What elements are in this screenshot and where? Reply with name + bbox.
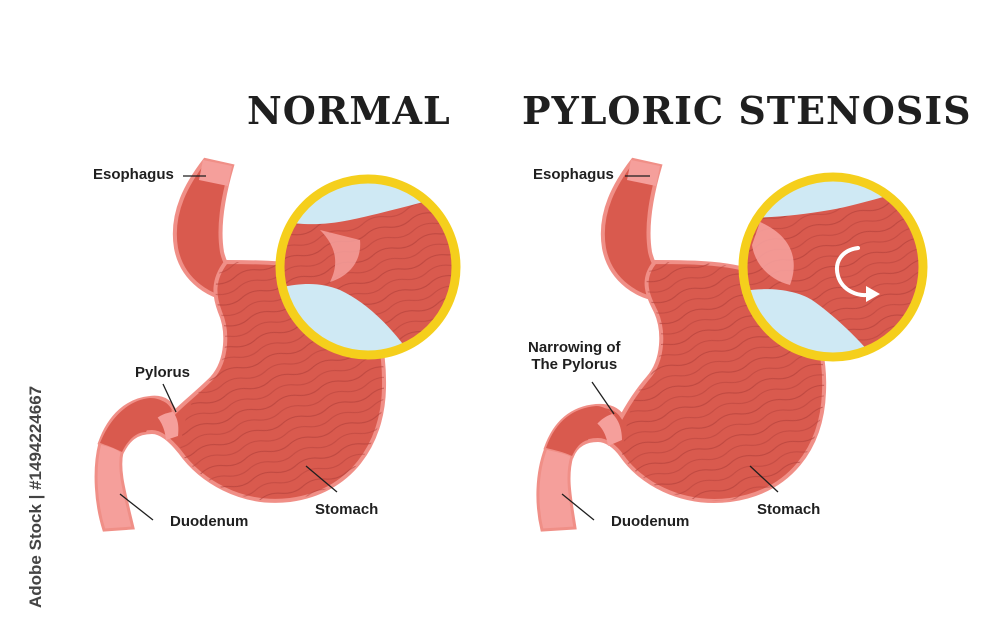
label-narrowing-of-pylorus: Narrowing of The Pylorus [528,339,621,374]
leader-normal-stomach [305,465,338,493]
label-stenosis-esophagus: Esophagus [533,166,614,183]
reflux-arrow-icon [835,246,880,302]
label-narrowing-line1: Narrowing of [528,339,621,356]
title-pyloric-stenosis: PYLORIC STENOSIS [522,88,972,133]
label-stenosis-stomach: Stomach [757,501,821,518]
label-normal-stomach: Stomach [315,501,379,518]
watermark-text: Adobe Stock | #1494224667 [26,385,45,608]
leader-normal-duodenum [119,493,154,521]
stenosis-duodenum [536,446,577,532]
leader-stenosis-narrowing [591,381,615,415]
stock-watermark: Adobe Stock | #1494224667 [6,378,45,608]
normal-duodenum [94,441,135,532]
label-normal-pylorus: Pylorus [135,364,191,381]
label-narrowing-line2: The Pylorus [531,356,618,374]
leader-stenosis-stomach [749,465,779,493]
leader-stenosis-duodenum [561,493,595,521]
stenosis-magnifier [738,172,928,362]
label-stenosis-duodenum: Duodenum [611,513,690,530]
leader-normal-pylorus [162,383,177,413]
leader-lines [119,175,779,521]
label-normal-duodenum: Duodenum [170,513,249,530]
label-normal-esophagus: Esophagus [93,166,174,183]
title-normal: NORMAL [247,88,451,133]
